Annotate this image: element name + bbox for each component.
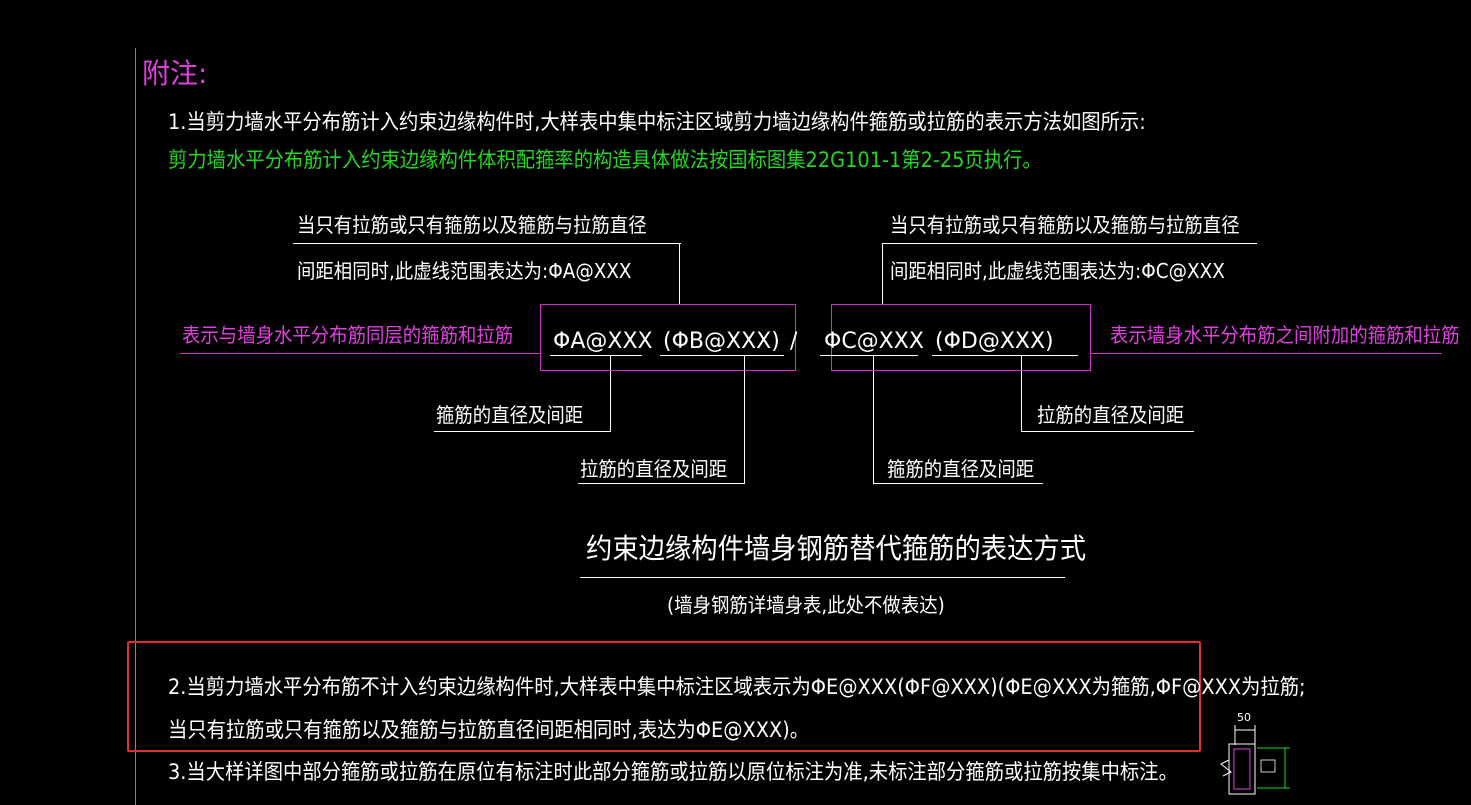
leader-line bbox=[578, 483, 745, 484]
wall-section-detail bbox=[1220, 725, 1290, 795]
label-stirrup-left: 箍筋的直径及间距 bbox=[436, 403, 584, 427]
formula-a: ΦA@XXX bbox=[553, 329, 653, 354]
leader-line bbox=[1021, 356, 1022, 432]
range-box-left bbox=[540, 304, 796, 371]
underline bbox=[820, 355, 918, 356]
right-top-note-line2: 间距相同时,此虚线范围表达为:ΦC@XXX bbox=[890, 259, 1225, 283]
leader-line bbox=[180, 353, 540, 354]
right-side-label: 表示墙身水平分布筋之间附加的箍筋和拉筋 bbox=[1110, 323, 1460, 347]
item1-line1: 1.当剪力墙水平分布筋计入约束边缘构件时,大样表中集中标注区域剪力墙边缘构件箍筋… bbox=[168, 110, 1146, 134]
left-top-note-line2: 间距相同时,此虚线范围表达为:ΦA@XXX bbox=[297, 259, 632, 283]
label-stirrup-right: 箍筋的直径及间距 bbox=[887, 457, 1035, 481]
diagram-subcaption: (墙身钢筋详墙身表,此处不做表达) bbox=[667, 593, 945, 617]
leader-line bbox=[873, 356, 874, 484]
detail-dimension: 50 bbox=[1237, 711, 1251, 724]
leader-line bbox=[679, 243, 680, 305]
leader-line bbox=[882, 243, 883, 305]
formula-b: (ΦB@XXX) bbox=[663, 329, 780, 354]
label-tie-right: 拉筋的直径及间距 bbox=[1037, 403, 1185, 427]
caption-underline bbox=[580, 577, 1065, 578]
underline bbox=[660, 355, 784, 356]
diagram-caption: 约束边缘构件墙身钢筋替代箍筋的表达方式 bbox=[586, 532, 1087, 565]
leader-line bbox=[744, 356, 745, 484]
item3-line1: 3.当大样详图中部分箍筋或拉筋在原位有标注时此部分箍筋或拉筋以原位标注为准,未标… bbox=[168, 760, 1178, 784]
range-box-right bbox=[831, 304, 1091, 371]
slash: / bbox=[790, 329, 798, 354]
item2-line1: 2.当剪力墙水平分布筋不计入约束边缘构件时,大样表中集中标注区域表示为ΦE@XX… bbox=[168, 675, 1306, 699]
formula-c: ΦC@XXX bbox=[824, 329, 924, 354]
leader-line bbox=[610, 356, 611, 432]
leader-line bbox=[873, 483, 1043, 484]
leader-line bbox=[1090, 353, 1442, 354]
formula-d: (ΦD@XXX) bbox=[935, 329, 1054, 354]
left-top-note-line1: 当只有拉筋或只有箍筋以及箍筋与拉筋直径 bbox=[297, 213, 647, 237]
leader-line bbox=[883, 243, 1257, 244]
leader-line bbox=[434, 431, 611, 432]
left-side-label: 表示与墙身水平分布筋同层的箍筋和拉筋 bbox=[182, 323, 514, 347]
highlight-box bbox=[127, 641, 1201, 752]
underline bbox=[932, 355, 1078, 356]
leader-line bbox=[1021, 431, 1194, 432]
leader-line bbox=[293, 243, 681, 244]
note-title: 附注: bbox=[142, 57, 208, 90]
label-tie-left: 拉筋的直径及间距 bbox=[580, 457, 728, 481]
right-top-note-line1: 当只有拉筋或只有箍筋以及箍筋与拉筋直径 bbox=[890, 213, 1240, 237]
item1-line2: 剪力墙水平分布筋计入约束边缘构件体积配箍率的构造具体做法按国标图集22G101-… bbox=[168, 148, 1042, 172]
item2-line2: 当只有拉筋或只有箍筋以及箍筋与拉筋直径间距相同时,表达为ΦE@XXX)。 bbox=[168, 718, 810, 742]
margin-line bbox=[135, 48, 136, 805]
underline bbox=[550, 355, 642, 356]
